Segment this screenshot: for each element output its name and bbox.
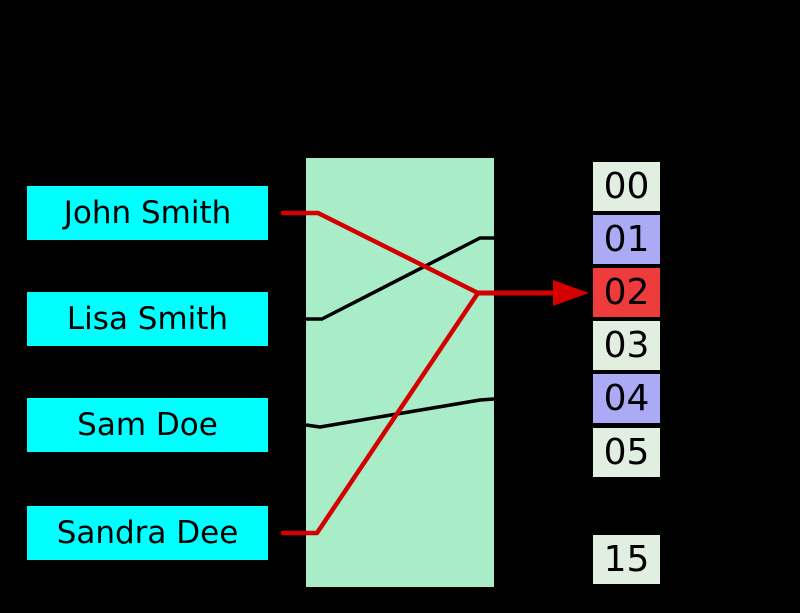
bucket-label: 15 bbox=[603, 538, 650, 580]
bucket-label: 01 bbox=[603, 218, 650, 260]
collision-arrow-head bbox=[553, 280, 589, 306]
key-label: Sandra Dee bbox=[56, 514, 239, 551]
key-box-sandra-dee: Sandra Dee bbox=[27, 506, 268, 560]
key-label: John Smith bbox=[63, 194, 232, 231]
bucket-02: 02 bbox=[593, 268, 660, 317]
bucket-05: 05 bbox=[593, 428, 660, 477]
hash-function-box bbox=[306, 158, 494, 587]
key-box-john-smith: John Smith bbox=[27, 186, 268, 240]
bucket-04: 04 bbox=[593, 374, 660, 423]
key-box-lisa-smith: Lisa Smith bbox=[27, 292, 268, 346]
bucket-label: 02 bbox=[603, 271, 650, 313]
bucket-label: 04 bbox=[603, 377, 650, 419]
bucket-00: 00 bbox=[593, 162, 660, 211]
bucket-label: 05 bbox=[603, 431, 650, 473]
bucket-03: 03 bbox=[593, 321, 660, 370]
bucket-01: 01 bbox=[593, 215, 660, 264]
bucket-15: 15 bbox=[593, 535, 660, 584]
bucket-label: 03 bbox=[603, 324, 650, 366]
key-box-sam-doe: Sam Doe bbox=[27, 398, 268, 452]
key-label: Sam Doe bbox=[77, 406, 218, 443]
bucket-label: 00 bbox=[603, 165, 650, 207]
key-label: Lisa Smith bbox=[66, 300, 229, 337]
